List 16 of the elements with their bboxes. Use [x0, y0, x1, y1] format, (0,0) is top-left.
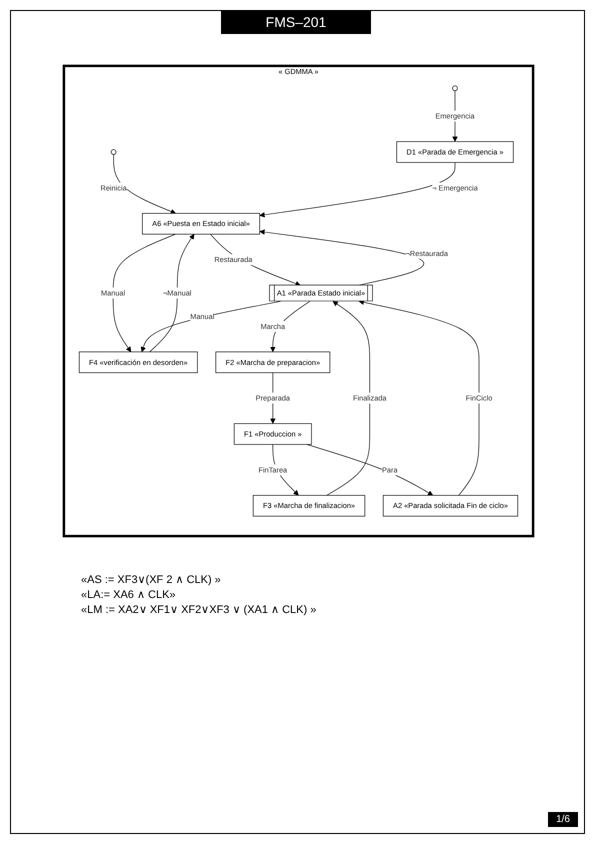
- arrow: [113, 154, 176, 214]
- arrow: [259, 229, 424, 286]
- formula-text: «LM := XA2∨ XF1∨ XF2∨XF3 ∨ (XA1 ∧ CLK) »: [81, 603, 316, 616]
- page-number: 1/6: [548, 812, 578, 827]
- arrow: [326, 301, 370, 496]
- formula-text: «LA:= XA6 ∧ CLK»: [81, 588, 177, 601]
- formula-text: «AS := XF3∨(XF 2 ∧ CLK) »: [81, 573, 222, 586]
- node-circle: [452, 86, 458, 92]
- arrow: [358, 300, 480, 496]
- arrow: [306, 444, 434, 496]
- arrow: [210, 234, 301, 286]
- arrow: [149, 234, 194, 352]
- node-circle: [110, 149, 116, 155]
- arrow: [112, 234, 176, 352]
- arrow: [259, 162, 456, 218]
- page-title: FMS–201: [221, 10, 371, 34]
